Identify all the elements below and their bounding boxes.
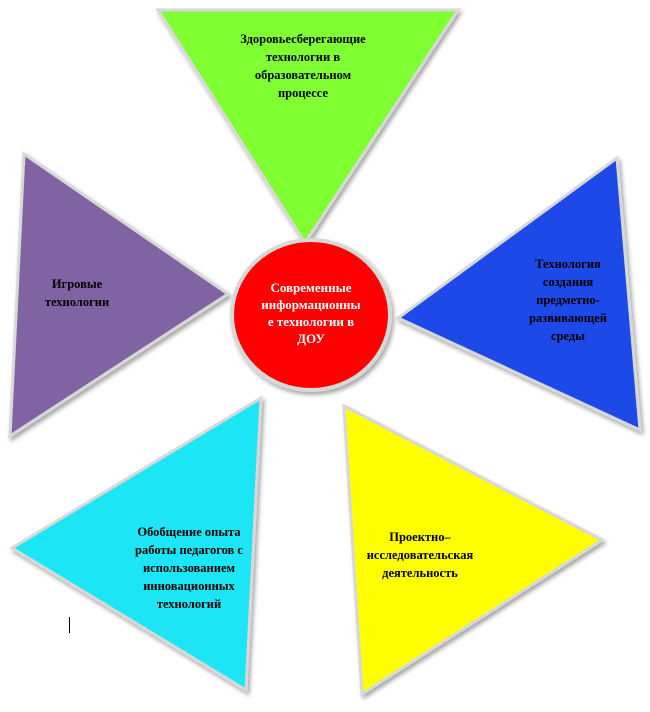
- node-right-shape: [395, 155, 642, 433]
- center-node-label: Современные информационны е технологии в…: [261, 280, 361, 346]
- node-top-shape: [155, 8, 461, 246]
- text-cursor: [69, 617, 70, 633]
- node-bottom-right-label: Проектно– исследовательская деятельность: [366, 530, 474, 580]
- node-bottom-left-label: Обобщение опыта работы педагогов с испол…: [135, 525, 243, 611]
- center-node-shape: [230, 238, 392, 392]
- node-right-label: Технология создания предметно- развивающ…: [528, 257, 608, 343]
- node-top-label: Здоровьесберегающие технологии в образов…: [240, 32, 366, 100]
- node-bottom-right-shape: [342, 403, 605, 697]
- node-left-shape: [8, 151, 231, 439]
- node-bottom-left-shape: [9, 395, 263, 693]
- node-left-label: Игровые технологии: [44, 277, 110, 309]
